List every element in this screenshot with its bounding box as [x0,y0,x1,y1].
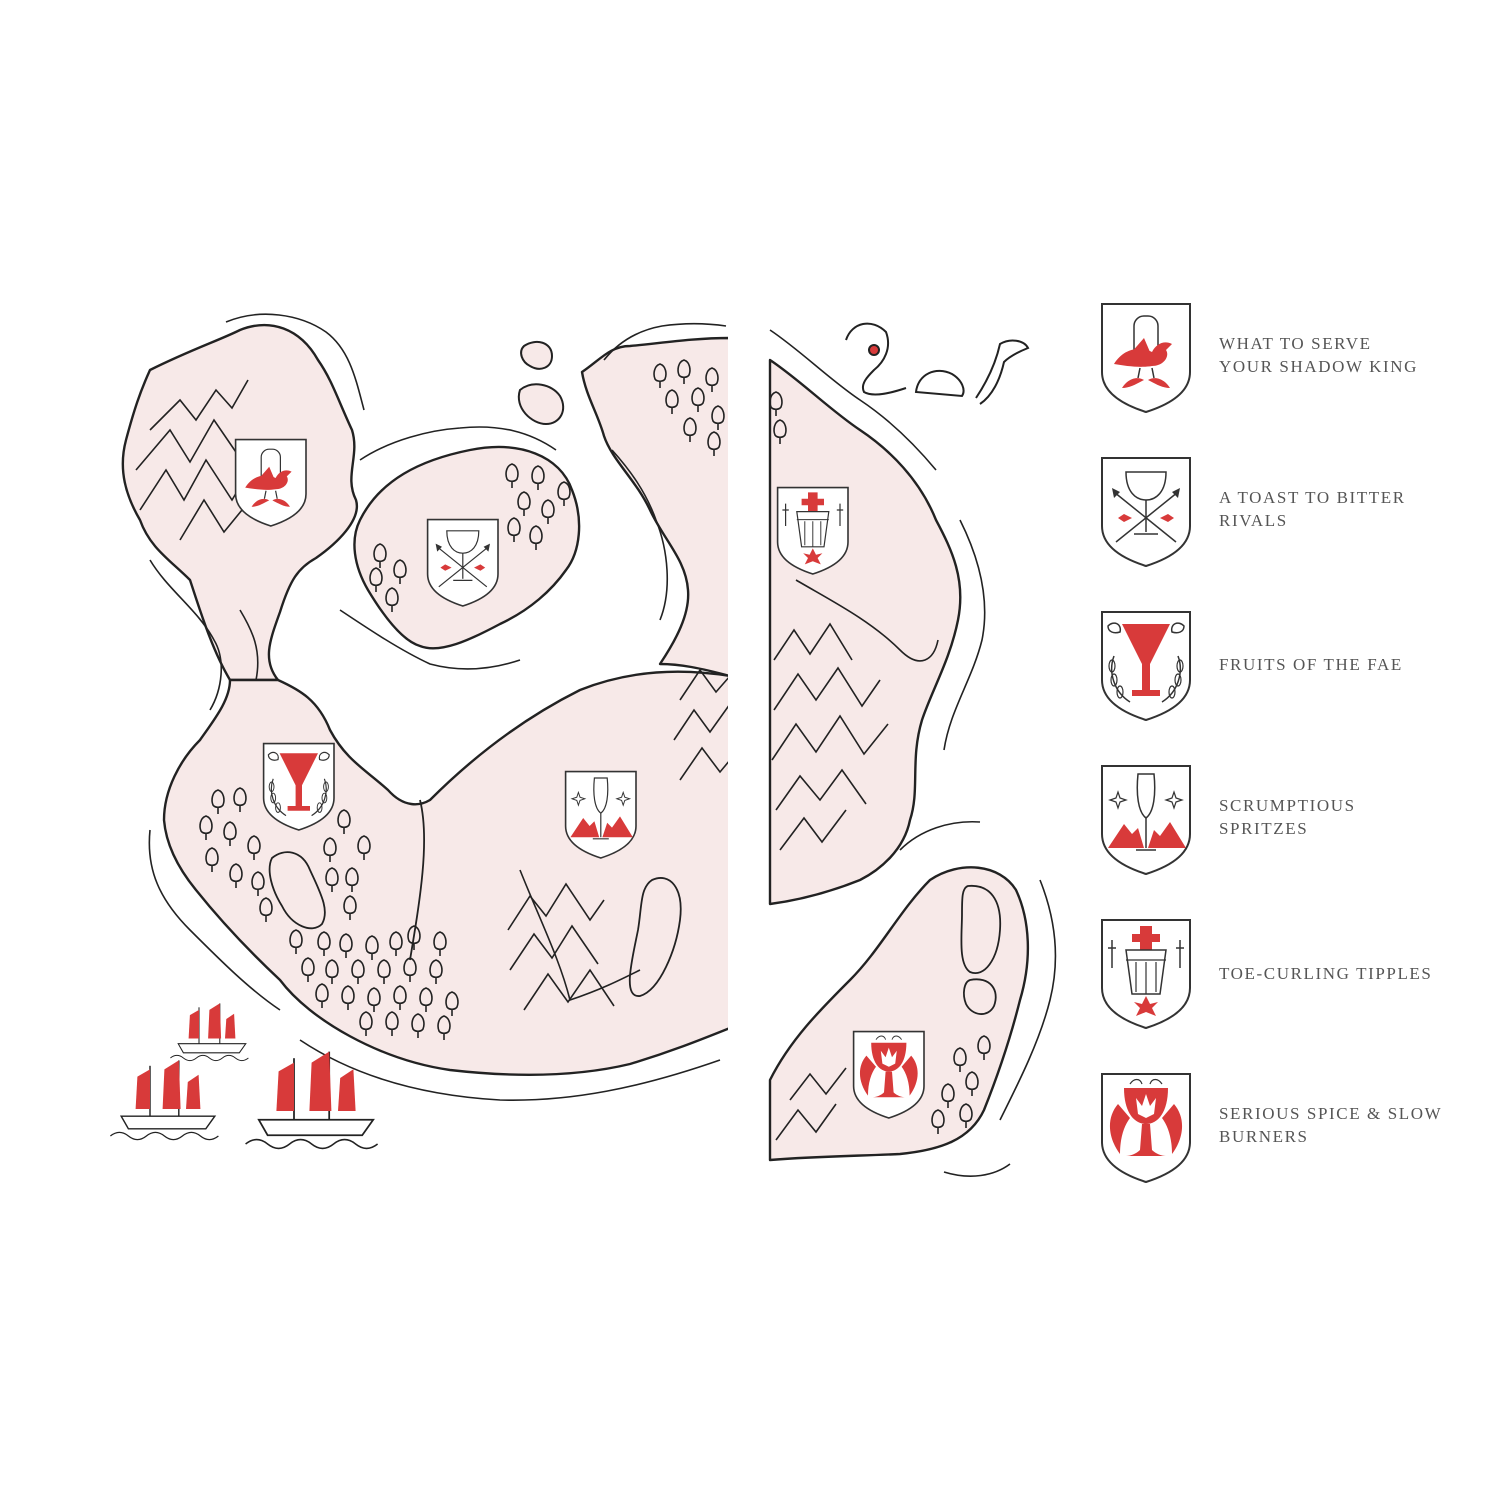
flute-mountains-crest-icon [1100,764,1194,876]
map-crest-shadow-king[interactable] [236,440,306,526]
legend-label: Scrumptiousspritzes [1219,796,1356,838]
map-crest-spice[interactable] [854,1032,924,1118]
legend-item-bitter-rivals[interactable]: A toast to bitterrivals [1100,456,1480,568]
flaming-goblet-crest-icon [1100,1072,1194,1184]
legend-label: Serious spice & slowburners [1219,1104,1443,1146]
legend-item-fruits-fae[interactable]: Fruits of the fae [1100,610,1480,722]
map-crest-spritzes[interactable] [566,772,636,858]
bird-goblet-crest-icon [1100,302,1194,414]
legend-label: Fruits of the fae [1219,655,1403,674]
cup-daggers-crest-icon [1100,918,1194,1030]
sea-serpent-icon [845,322,1030,405]
goblet-spears-crest-icon [1100,456,1194,568]
ship-medium [109,1059,220,1141]
legend-item-spice[interactable]: Serious spice & slowburners [1100,1072,1480,1184]
legend-item-shadow-king[interactable]: What to serveyour shadow king [1100,302,1480,414]
island-west-main [162,670,732,1076]
legend-item-toe-curling[interactable]: Toe-curling tipples [1100,918,1480,1030]
island-northeast [580,336,732,678]
legend-label: A toast to bitterrivals [1219,488,1406,530]
map-crest-bitter-rivals[interactable] [428,520,498,606]
ship-small [169,1002,249,1062]
cocktail-wreath-crest-icon [1100,610,1194,722]
map-crest-toe-curling[interactable] [778,488,848,574]
map-crest-fruits-fae[interactable] [264,744,334,830]
ship-large [244,1050,379,1150]
island-east [768,358,962,906]
legend-label: Toe-curling tipples [1219,964,1433,983]
legend-item-spritzes[interactable]: Scrumptiousspritzes [1100,764,1480,876]
book-spine [728,300,768,1200]
legend-label: What to serveyour shadow king [1219,334,1419,376]
